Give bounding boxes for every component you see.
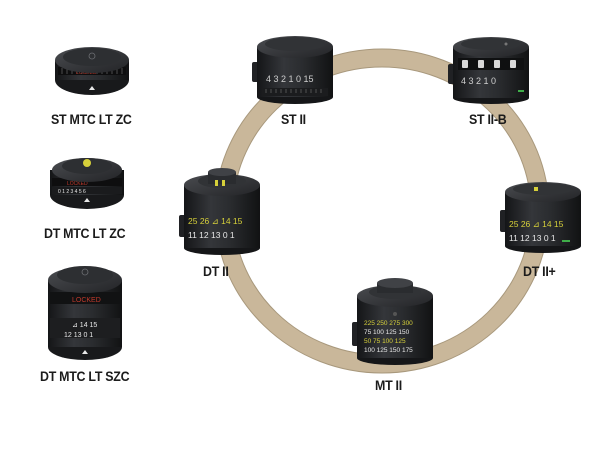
turret-st-ii-b: 4 3 2 1 0 xyxy=(448,37,529,104)
dt-ii-scale-upper: 25 26 ⊿ 14 15 xyxy=(188,216,243,226)
turret-dt-ii: 25 26 ⊿ 14 15 11 12 13 0 1 xyxy=(179,168,260,255)
turret-st-ii: 4 3 2 1 0 15 xyxy=(252,36,333,104)
mt-ii-row-1: 225 250 275 300 xyxy=(364,320,413,327)
szc-scale-lower: 12 13 0 1 xyxy=(64,332,93,339)
label-dt-mtc-lt-szc: DT MTC LT SZC xyxy=(40,369,130,384)
turret-lock-mark: LOCKED xyxy=(72,297,101,304)
turret-dt-mtc-lt-zc: LOCKED 0 1 2 3 4 5 6 xyxy=(50,158,124,209)
turret-dt-mtc-lt-szc: LOCKED ⊿ 14 15 12 13 0 1 xyxy=(48,266,122,360)
st-ii-b-scale: 4 3 2 1 0 xyxy=(461,76,496,86)
st-ii-scale: 4 3 2 1 0 15 xyxy=(266,74,314,84)
dt-ii-plus-scale-upper: 25 26 ⊿ 14 15 xyxy=(509,219,564,229)
label-st-mtc-lt-zc: ST MTC LT ZC xyxy=(51,112,132,127)
mt-ii-row-2: 75 100 125 150 xyxy=(364,329,410,336)
turret-dt-ii-plus: 25 26 ⊿ 14 15 11 12 13 0 1 xyxy=(500,182,581,253)
label-dt-mtc-lt-zc: DT MTC LT ZC xyxy=(44,226,126,241)
turret-lock-mark: LOCKED xyxy=(76,70,97,76)
label-mt-ii: MT II xyxy=(375,378,402,393)
label-st-ii-b: ST II-B xyxy=(469,112,507,127)
svg-text:0 1 2 3 4 5 6: 0 1 2 3 4 5 6 xyxy=(58,189,86,195)
turret-st-mtc-lt-zc: LOCKED xyxy=(55,47,129,95)
dt-ii-scale-lower: 11 12 13 0 1 xyxy=(188,230,235,240)
label-st-ii: ST II xyxy=(281,112,306,127)
turret-lock-mark: LOCKED xyxy=(67,181,88,187)
mt-ii-row-4: 100 125 150 175 xyxy=(364,347,413,354)
label-dt-ii-plus: DT II+ xyxy=(523,264,556,279)
mt-ii-row-3: 50 75 100 125 xyxy=(364,338,406,345)
dt-ii-plus-scale-lower: 11 12 13 0 1 xyxy=(509,233,556,243)
label-dt-ii: DT II xyxy=(203,264,229,279)
turret-mt-ii: 225 250 275 300 75 100 125 150 50 75 100… xyxy=(352,278,433,365)
szc-scale-upper: ⊿ 14 15 xyxy=(72,322,97,329)
